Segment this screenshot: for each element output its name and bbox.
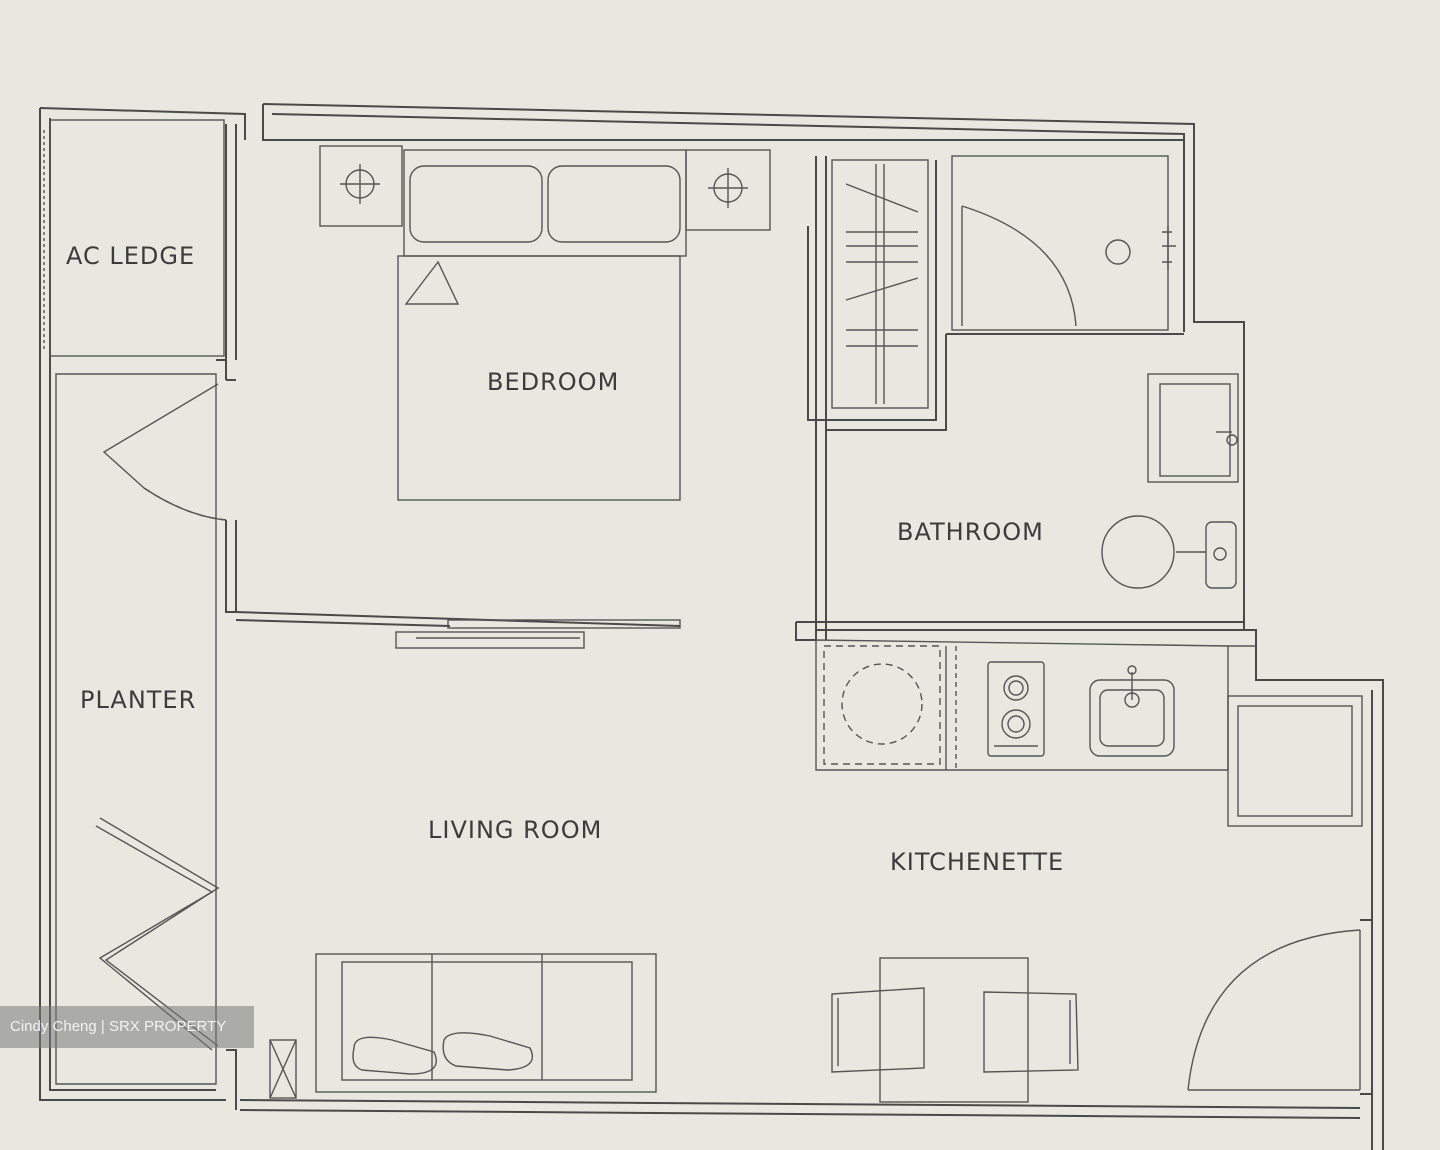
dining-table <box>831 957 1079 1103</box>
ac-ledge-label: AC LEDGE <box>66 242 195 270</box>
planter <box>55 359 227 1085</box>
entrance-door <box>1187 919 1372 1095</box>
ac-ledge <box>43 119 237 360</box>
bedroom <box>225 145 771 649</box>
wardrobe <box>807 156 947 640</box>
storage-box <box>226 1039 297 1110</box>
bathroom-label: BATHROOM <box>897 518 1044 546</box>
living-room-label: LIVING ROOM <box>428 816 602 844</box>
kitchen-counter <box>795 622 1256 771</box>
watermark: Cindy Cheng | SRX PROPERTY <box>0 1006 254 1048</box>
outer-walls <box>39 103 1384 1150</box>
bedroom-label: BEDROOM <box>487 368 619 396</box>
bathroom <box>796 155 1244 631</box>
sofa <box>315 953 657 1093</box>
fridge <box>1227 695 1363 827</box>
planter-label: PLANTER <box>80 686 196 714</box>
kitchenette-label: KITCHENETTE <box>890 848 1064 876</box>
